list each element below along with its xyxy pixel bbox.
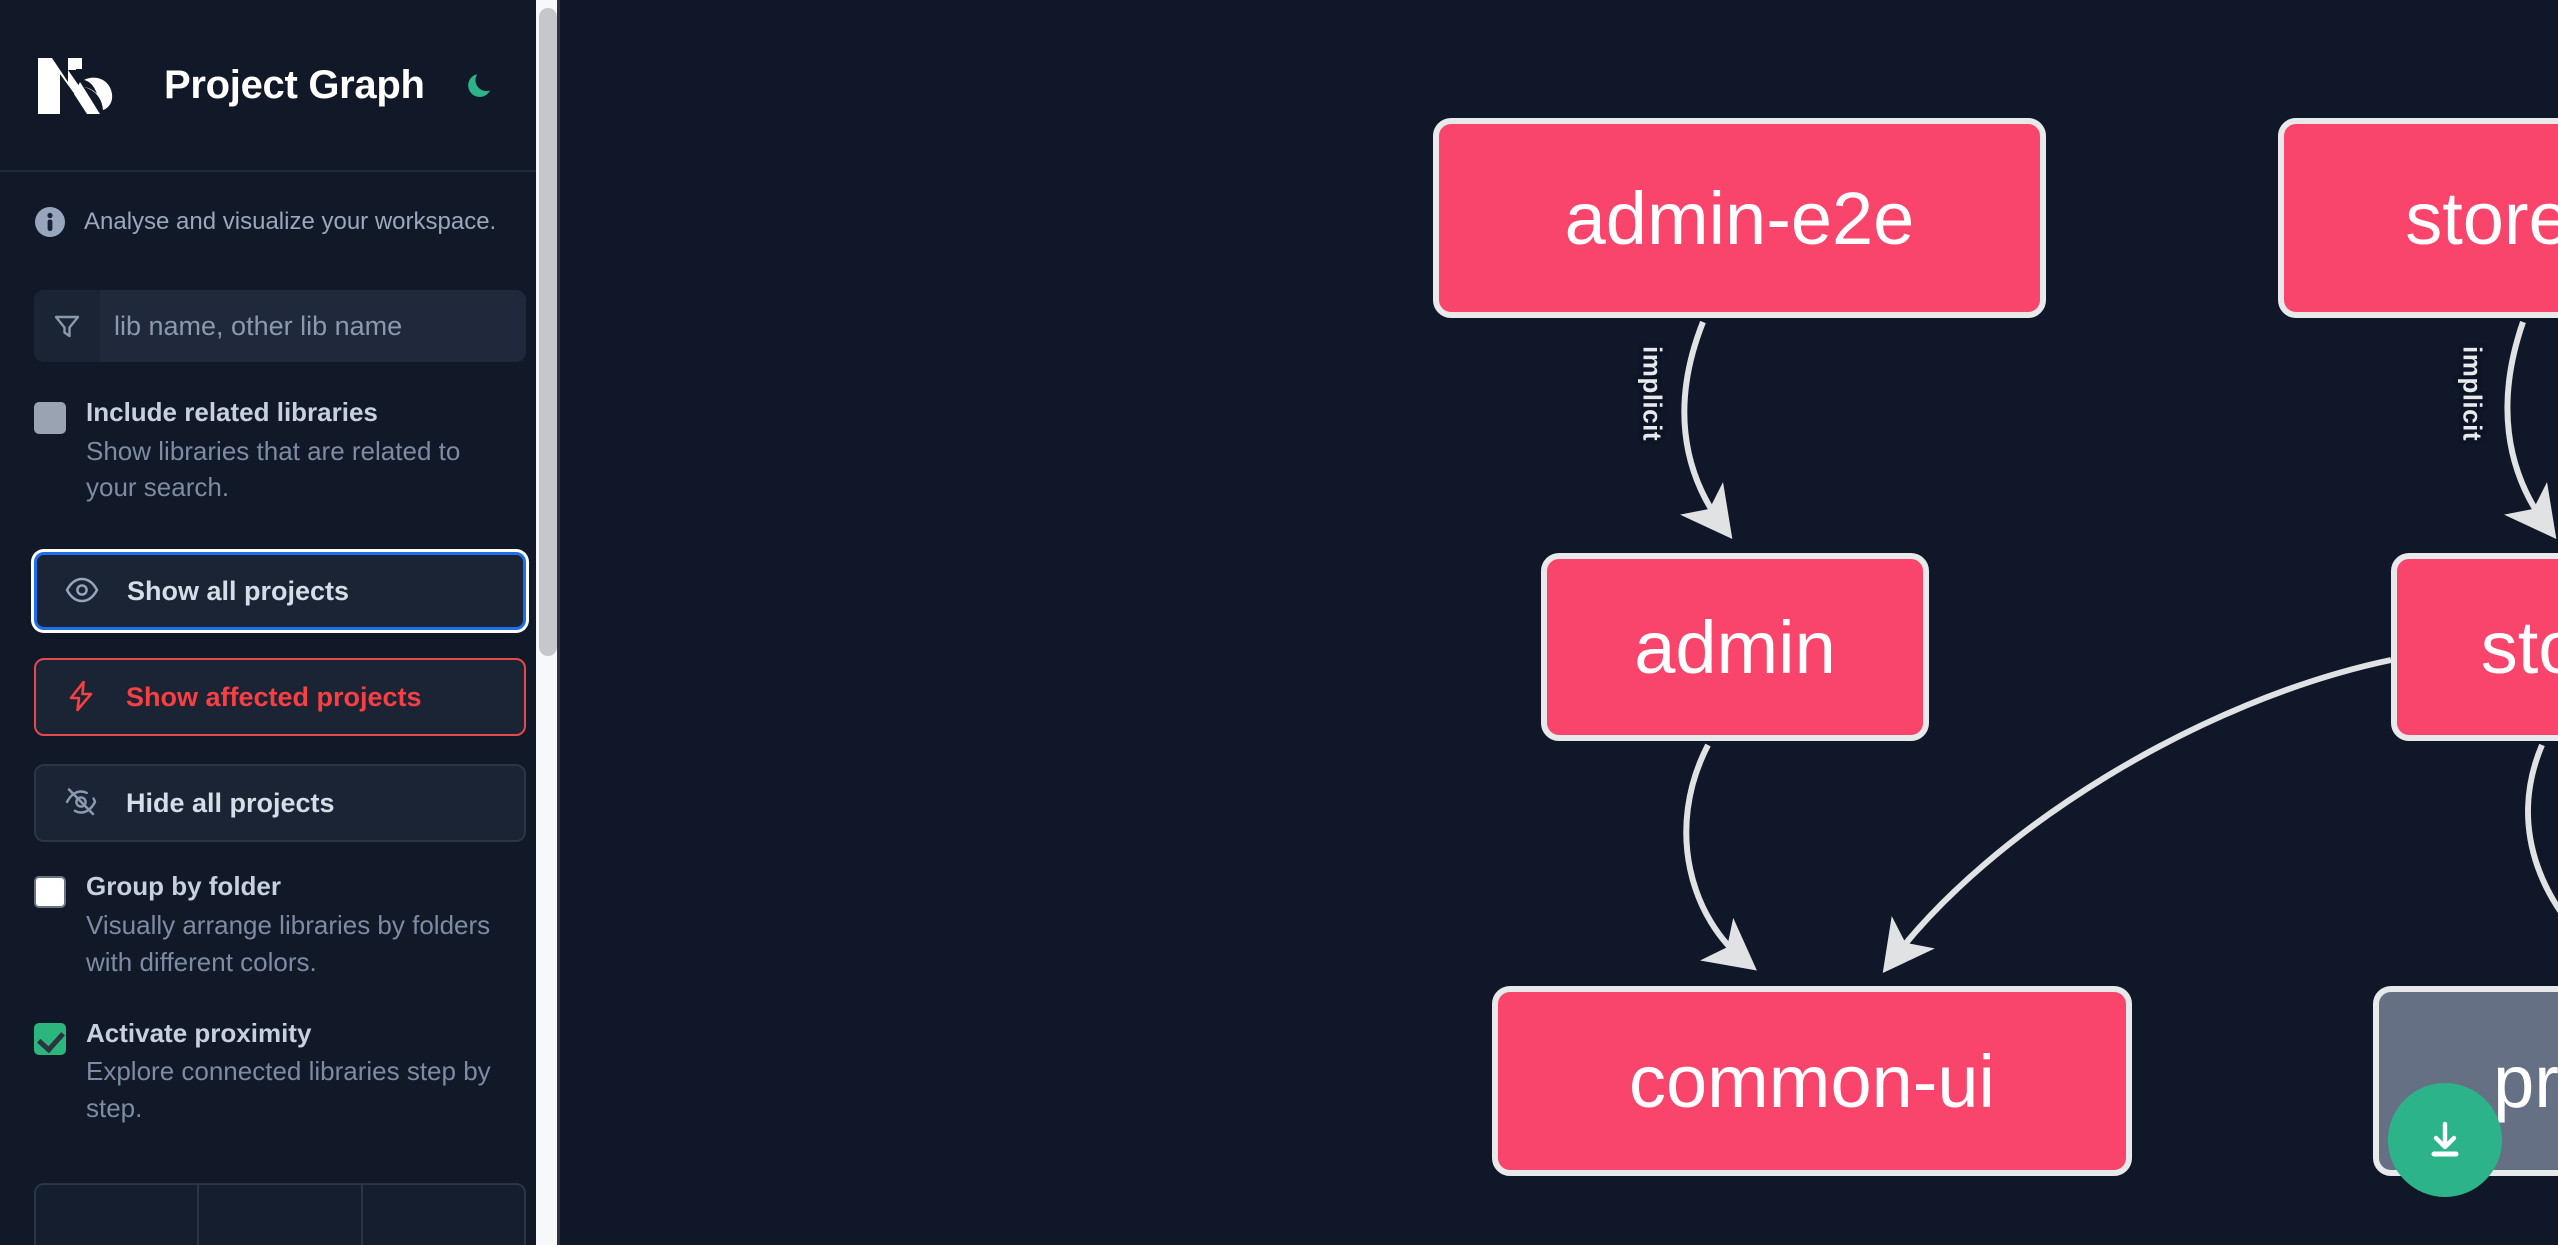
checkbox-description: Visually arrange libraries by folders wi… xyxy=(86,909,491,977)
hide-all-projects-label: Hide all projects xyxy=(126,787,335,818)
graph-node-label: store-e2e xyxy=(2405,176,2558,260)
graph-node-label: common-ui xyxy=(1629,1039,1995,1123)
show-affected-projects-label: Show affected projects xyxy=(126,681,422,712)
graph-node-admin-e2e[interactable]: admin-e2e xyxy=(1433,118,2046,318)
checkbox-box[interactable] xyxy=(34,402,66,434)
lightning-icon xyxy=(64,679,98,716)
show-all-projects-label: Show all projects xyxy=(127,575,350,606)
proximity-increment-button[interactable] xyxy=(362,1184,524,1245)
checkbox-group-by-folder[interactable]: Group by folder Visually arrange librari… xyxy=(0,870,560,980)
project-visibility-buttons: Show all projects Show affected projects xyxy=(0,552,560,843)
proximity-decrement-button[interactable] xyxy=(36,1184,200,1245)
show-all-projects-button[interactable]: Show all projects xyxy=(34,552,526,631)
tagline-text: Analyse and visualize your workspace. xyxy=(84,208,497,235)
graph-edges xyxy=(1680,320,2558,974)
sidebar-scrollbar-thumb[interactable] xyxy=(539,8,557,656)
checkbox-label: Activate proximity xyxy=(86,1017,312,1048)
graph-node-store-e2e[interactable]: store-e2e xyxy=(2278,118,2558,318)
sidebar-scrollbar-track[interactable] xyxy=(536,0,560,1245)
sidebar-header: Project Graph xyxy=(0,0,560,172)
graph-node-store[interactable]: store xyxy=(2391,553,2558,741)
sidebar-divider xyxy=(557,0,560,1245)
show-affected-projects-button[interactable]: Show affected projects xyxy=(34,658,526,737)
page-title: Project Graph xyxy=(164,62,425,107)
tagline-row: Analyse and visualize your workspace. xyxy=(0,172,560,238)
checkbox-description: Explore connected libraries step by step… xyxy=(86,1056,491,1124)
graph-node-admin[interactable]: admin xyxy=(1541,553,1929,741)
checkbox-activate-proximity[interactable]: Activate proximity Explore connected lib… xyxy=(0,1017,560,1127)
proximity-stepper-group[interactable] xyxy=(34,1182,526,1245)
checkbox-label: Group by folder xyxy=(86,871,281,902)
checkbox-label: Include related libraries xyxy=(86,397,378,427)
search-input[interactable] xyxy=(100,290,526,362)
filter-icon xyxy=(34,290,100,362)
project-graph-canvas[interactable]: admin-e2e store-e2e admin store common-u… xyxy=(560,0,2558,1245)
checkbox-box[interactable] xyxy=(34,876,66,909)
graph-node-label: products xyxy=(2493,1039,2558,1123)
eye-off-icon xyxy=(64,785,98,822)
checkbox-include-related-libraries[interactable]: Include related libraries Show libraries… xyxy=(0,396,560,506)
graph-node-label: admin-e2e xyxy=(1564,176,1915,260)
sidebar: Project Graph Analyse and visualize your… xyxy=(0,0,560,1245)
proximity-value-display xyxy=(199,1184,363,1245)
graph-node-label: admin xyxy=(1634,605,1836,689)
checkbox-box[interactable] xyxy=(34,1022,66,1055)
edge-label-implicit-admin: implicit xyxy=(1637,345,1668,441)
search-field[interactable] xyxy=(34,290,526,362)
graph-node-common-ui[interactable]: common-ui xyxy=(1492,986,2132,1176)
hide-all-projects-button[interactable]: Hide all projects xyxy=(34,764,526,843)
checkbox-description: Show libraries that are related to your … xyxy=(86,435,461,503)
download-button[interactable] xyxy=(2388,1083,2502,1197)
edge-label-implicit-store: implicit xyxy=(2457,345,2488,441)
graph-node-label: store xyxy=(2480,605,2558,689)
nx-logo-icon xyxy=(34,52,130,118)
info-icon xyxy=(34,206,66,238)
moon-icon[interactable] xyxy=(459,62,505,108)
eye-icon xyxy=(65,573,99,610)
download-icon xyxy=(2423,1117,2467,1164)
